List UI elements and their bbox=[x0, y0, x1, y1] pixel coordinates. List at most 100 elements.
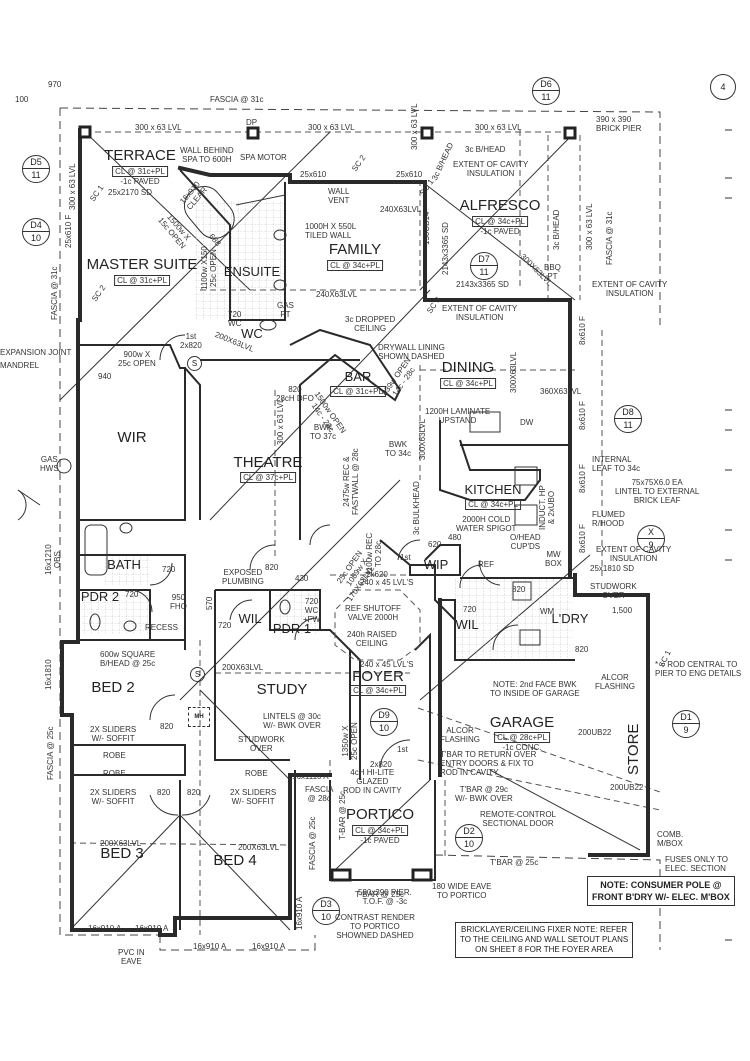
label-door-2x620: 2x620 bbox=[366, 570, 388, 579]
margin-ticks bbox=[725, 129, 732, 941]
room-label-bed4: BED 4 bbox=[213, 852, 257, 869]
label-dfo-820: 820 28cH DFO bbox=[276, 385, 314, 403]
label-open-1100: 1100w X150 25c OPEN bbox=[200, 246, 218, 290]
label-tbar-25-garage: T'BAR @ 25c bbox=[490, 858, 539, 867]
label-induct-hp: INDUCT. HP & 2xUBO bbox=[538, 485, 556, 530]
room-label-kitchen: KITCHEN bbox=[464, 482, 522, 497]
label-pdr1-720wc: 720 WC +FW bbox=[303, 597, 321, 624]
section-marker-id: D8 bbox=[615, 406, 641, 419]
label-lvl-300-vert-mid: 300 x 63 LVL bbox=[410, 103, 419, 150]
note-bricklayer: BRICKLAYER/CEILING FIXER NOTE: REFER TO … bbox=[455, 922, 634, 958]
label-lvl-200-bed3: 200X63LVL bbox=[100, 839, 142, 848]
label-fastwall: 2475w REC & FASTWALL @ 28c bbox=[342, 448, 360, 515]
room-label-wip: WIP bbox=[423, 557, 449, 572]
label-dim-570: 570 bbox=[205, 596, 214, 610]
label-fascia-right: FASCIA @ 31c bbox=[605, 211, 614, 265]
room-label-foyer: FOYER bbox=[352, 668, 404, 685]
room-label-terrace: TERRACE bbox=[104, 147, 176, 164]
label-sd-25x1810: 25x1810 SD bbox=[590, 564, 635, 573]
label-lintels-30: LINTELS @ 30c W/- BWK OVER bbox=[263, 712, 321, 730]
label-robe-3: ROBE bbox=[245, 769, 268, 778]
label-door-820-bed3: 820 bbox=[157, 788, 171, 797]
label-door-1st-2x820: 1st 2x820 bbox=[180, 332, 202, 350]
label-pvc-eave: PVC IN EAVE bbox=[118, 948, 145, 966]
room-label-bed3: BED 3 bbox=[100, 845, 144, 862]
section-marker-id: D7 bbox=[471, 253, 497, 266]
ceiling-level-kitchen: CL @ 34c+PL bbox=[465, 499, 521, 510]
room-label-study: STUDY bbox=[256, 681, 308, 698]
room-label-garage: GARAGE bbox=[489, 714, 555, 731]
section-marker-id: D6 bbox=[533, 78, 559, 91]
label-bhead-3c: 3c B/HEAD bbox=[465, 145, 506, 154]
label-bwk-34: BWK TO 34c bbox=[385, 440, 412, 458]
label-lvl-240-a: 240X63LVL bbox=[380, 205, 422, 214]
label-tbar-29: T'BAR @ 29c W/- BWK OVER bbox=[455, 785, 513, 803]
label-alcor-2: ALCOR FLASHING bbox=[440, 726, 481, 744]
room-label-alfresco: ALFRESCO bbox=[459, 197, 541, 214]
brick-piers bbox=[78, 125, 577, 882]
label-dim-1500: 1,500 bbox=[612, 606, 633, 615]
label-lvl-200-bed4: 200X63LVL bbox=[238, 843, 280, 852]
section-marker-sheet: 9 bbox=[648, 540, 654, 550]
ceiling-level-master-suite: CL @ 31c+PL bbox=[114, 275, 170, 286]
section-marker-sheet: 9 bbox=[683, 725, 689, 735]
floor-note-garage: -1c CONC. bbox=[502, 743, 542, 752]
label-pier-590: 590x390 PIER. T.O.F. @ -3c bbox=[358, 888, 412, 906]
label-door-820-theatre: 820 bbox=[265, 563, 279, 572]
section-marker-id: D2 bbox=[456, 825, 482, 838]
label-fuses-only: FUSES ONLY TO ELEC. SECTION bbox=[665, 855, 728, 873]
label-ohead-cupds: O/HEAD CUP'DS bbox=[510, 533, 541, 551]
label-internal-leaf: INTERNAL LEAF TO 34c bbox=[592, 455, 641, 473]
label-gas-pt: GAS PT bbox=[277, 301, 294, 319]
room-label-wil-laundry: WIL bbox=[455, 617, 479, 632]
label-sd-2143: 2143x3365 SD bbox=[456, 280, 509, 289]
label-lvl-300-theatre: 300 x 63 LVL bbox=[276, 398, 285, 445]
label-expansion-joint: EXPANSION JOINT bbox=[0, 348, 72, 357]
sheet-number-marker: 4 bbox=[710, 74, 736, 100]
label-dim-480: 480 bbox=[448, 533, 462, 542]
ceiling-level-terrace: CL @ 31c+PL bbox=[112, 166, 168, 177]
label-fascia-left: FASCIA @ 31c bbox=[50, 266, 59, 320]
label-bhead-3c-right: 3c B/HEAD bbox=[552, 209, 561, 250]
label-dropped-ceiling: 3c DROPPED CEILING bbox=[345, 315, 396, 333]
label-sliders-bed4: 2X SLIDERS W/- SOFFIT bbox=[230, 788, 277, 806]
room-label-laundry: L'DRY bbox=[551, 611, 589, 626]
label-bulkhead: 3c BULKHEAD bbox=[412, 481, 421, 535]
label-drywall-lining: DRYWALL LINING SHOWN DASHED bbox=[378, 343, 445, 361]
room-label-wc: WC bbox=[241, 326, 263, 341]
label-a-16x1110: 16x1110 A bbox=[292, 772, 329, 781]
label-door-720-wil: 720 bbox=[218, 621, 232, 630]
section-marker-sheet: 11 bbox=[541, 92, 551, 102]
label-door-720-pdr2: 720 bbox=[125, 590, 139, 599]
ceiling-level-theatre: CL @ 37c+PL bbox=[240, 472, 296, 483]
label-fascia-top: FASCIA @ 31c bbox=[210, 95, 264, 104]
label-sd-25x2170: 25x2170 SD bbox=[108, 188, 153, 197]
fixtures bbox=[56, 185, 541, 646]
label-f-8x610-d: 8x610 F bbox=[578, 524, 587, 553]
label-cavity-insulation-4: EXTENT OF CAVITY INSULATION bbox=[596, 545, 672, 563]
label-studwork-study: STUDWORK OVER bbox=[238, 735, 285, 753]
label-flumed: FLUMED R/HOOD bbox=[592, 510, 625, 528]
label-cold-water: 2000H COLD WATER SPIGOT bbox=[456, 515, 517, 533]
label-f-25x610: 25x610 F bbox=[64, 214, 73, 248]
label-wm: WM bbox=[540, 607, 555, 616]
floor-note-portico: -1c PAVED bbox=[360, 836, 400, 845]
label-door-820-ldry: 820 bbox=[512, 585, 526, 594]
label-dw: DW bbox=[520, 418, 534, 427]
label-alcor-1: ALCOR FLASHING bbox=[595, 673, 636, 691]
label-cavity-insulation-1: EXTENT OF CAVITY INSULATION bbox=[453, 160, 529, 178]
label-tbar-25-portico: T-BAR @ 25c bbox=[355, 890, 405, 899]
label-lvl-240x45-a: 240 x 45 LVL'S bbox=[360, 578, 414, 587]
label-raised-ceiling: 240h RAISED CEILING bbox=[347, 630, 397, 648]
label-a-16x910-2: 16x910 A bbox=[135, 924, 169, 933]
